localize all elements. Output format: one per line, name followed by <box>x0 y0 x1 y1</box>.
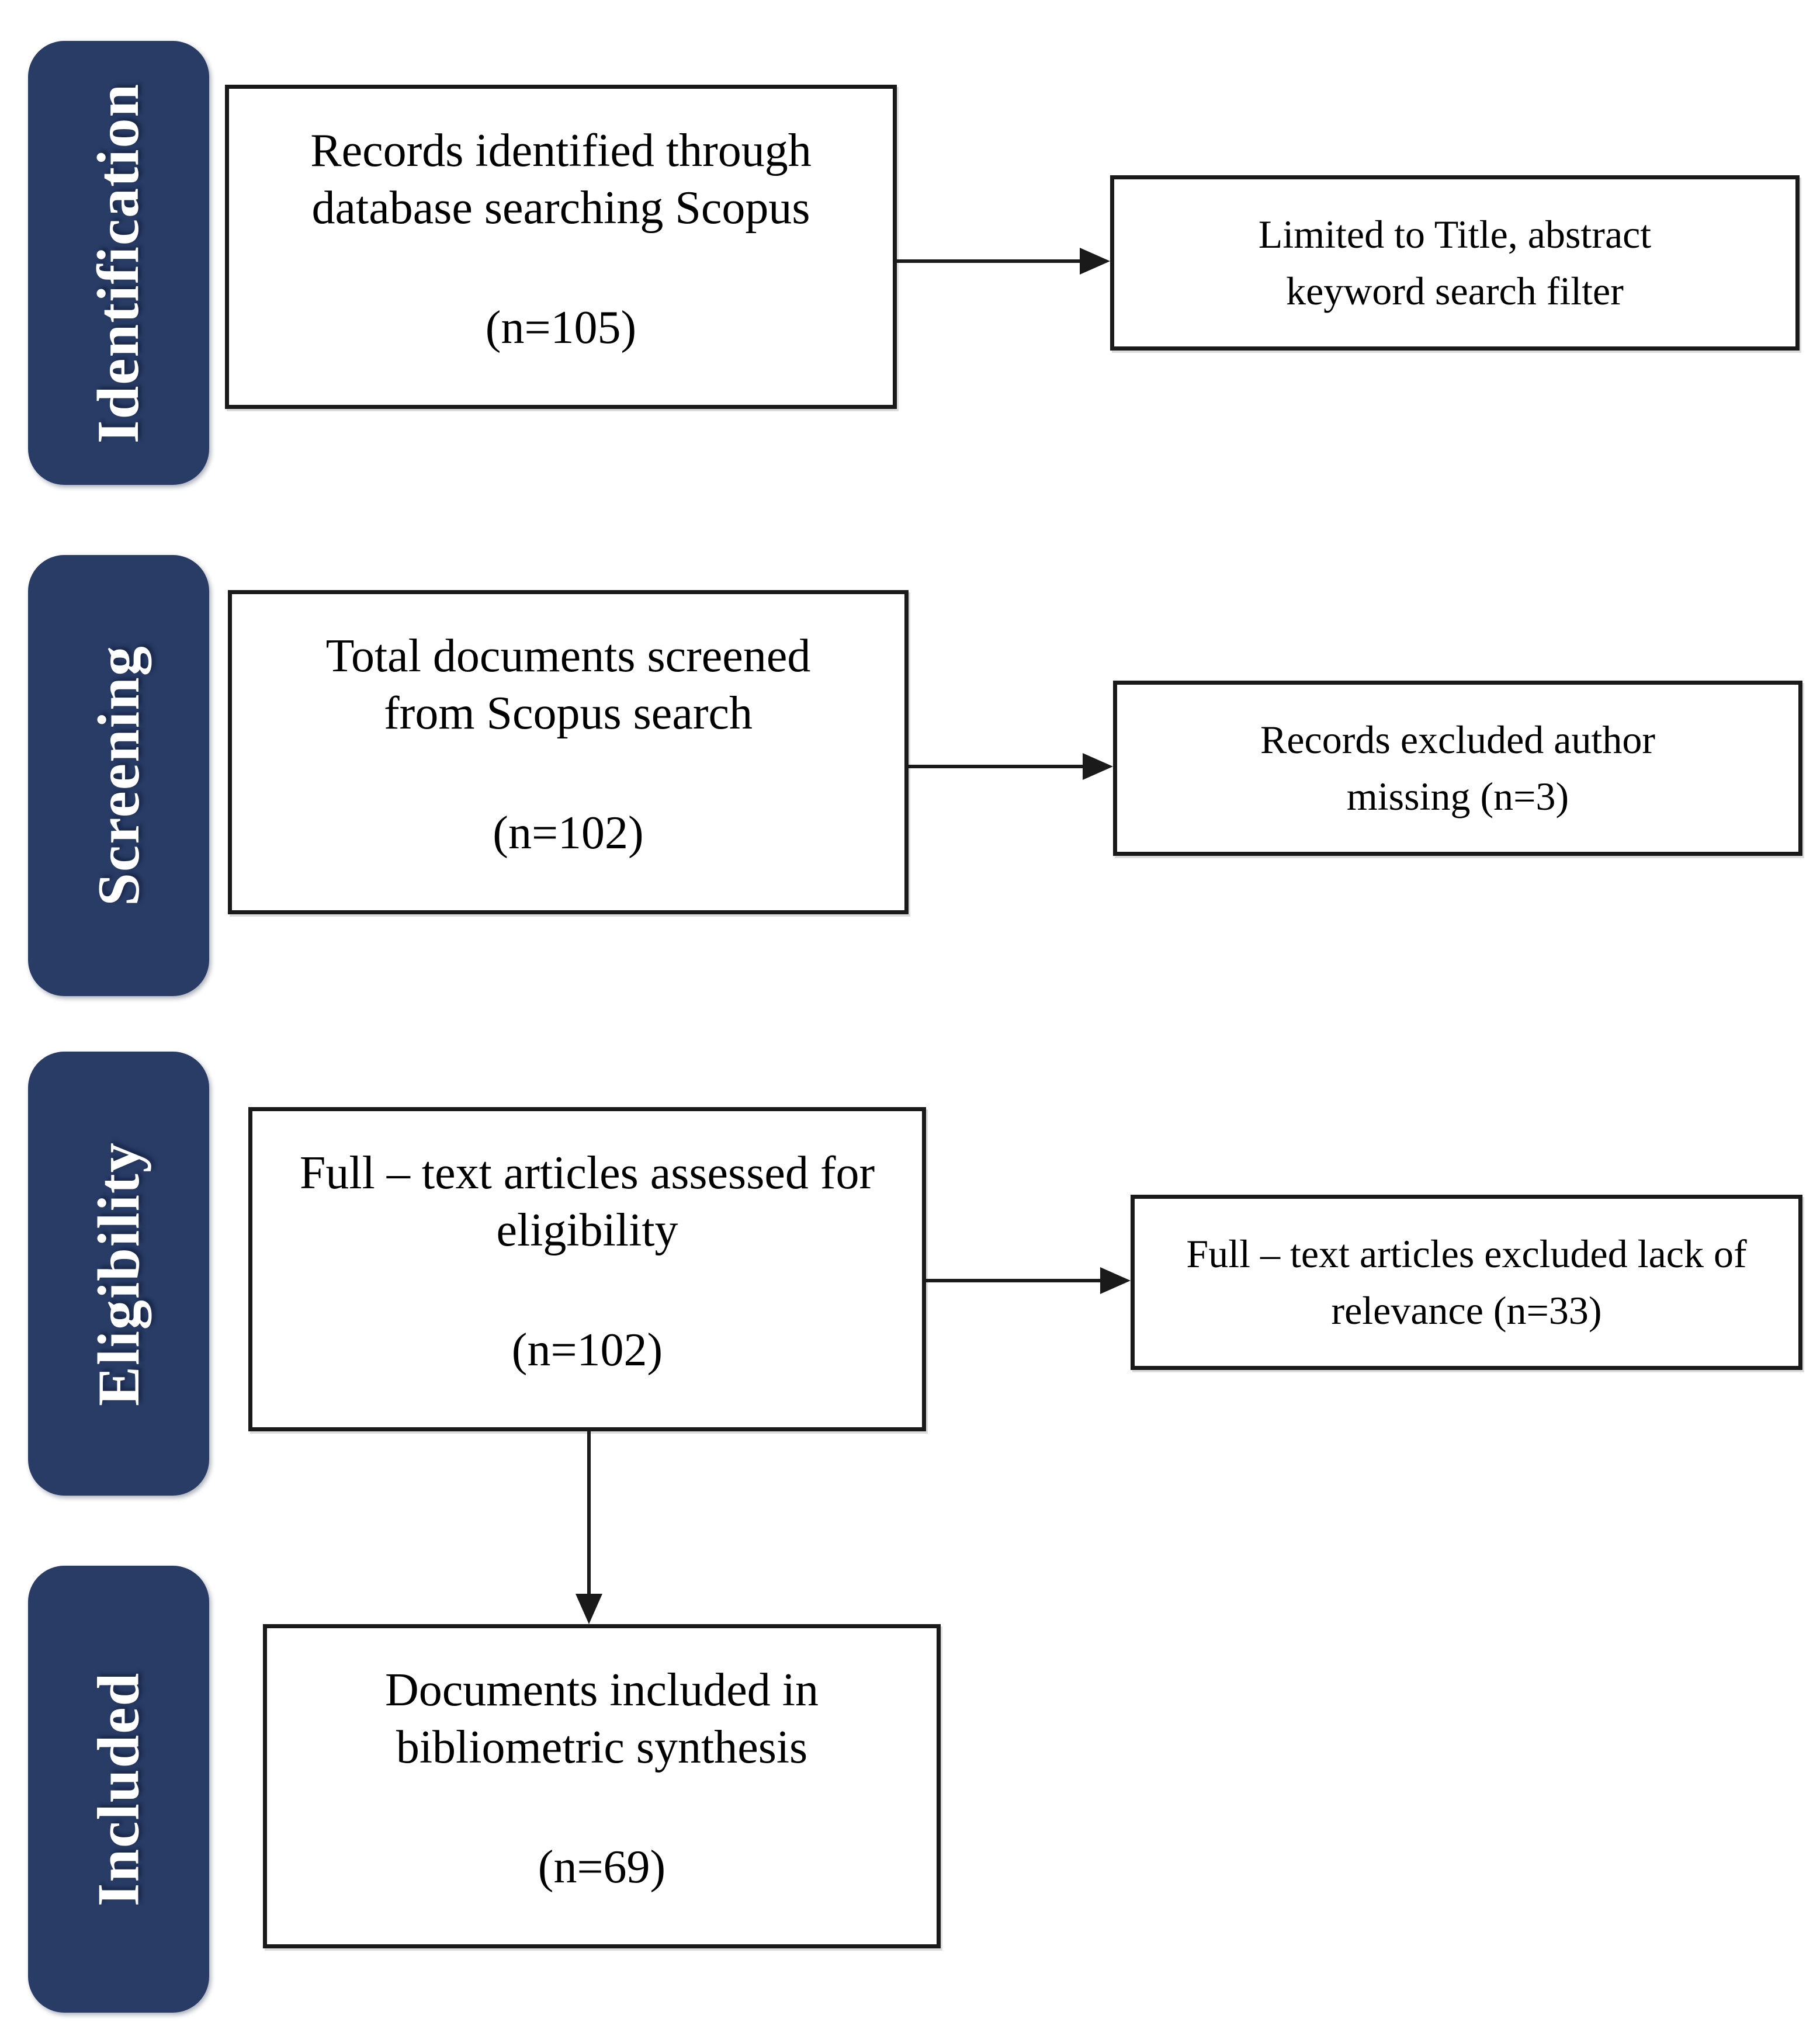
arrow-fulltext-to-included <box>587 1431 591 1594</box>
box-fulltext-assessed-count: (n=102) <box>511 1324 663 1376</box>
box-fulltext-assessed: Full – text articles assessed for eligib… <box>248 1107 926 1431</box>
box-records-identified-count: (n=105) <box>485 302 637 354</box>
box-fulltext-excluded-text: Full – text articles excluded lack of re… <box>1186 1232 1747 1333</box>
box-search-filter-note-text: Limited to Title, abstract keyword searc… <box>1258 212 1652 313</box>
box-records-identified-title: Records identified through database sear… <box>310 125 812 234</box>
stage-tab-identification: Identification <box>28 41 209 485</box>
box-documents-screened-title: Total documents screened from Scopus sea… <box>325 630 811 739</box>
box-fulltext-assessed-title: Full – text articles assessed for eligib… <box>299 1147 875 1256</box>
box-fulltext-excluded: Full – text articles excluded lack of re… <box>1131 1195 1802 1370</box>
box-records-excluded: Records excluded author missing (n=3) <box>1113 681 1802 856</box>
stage-label-eligibility: Eligibility <box>85 1141 152 1406</box>
box-documents-included-count: (n=69) <box>538 1841 666 1893</box>
arrow-screened-to-excluded <box>909 765 1083 768</box>
box-documents-screened: Total documents screened from Scopus sea… <box>228 590 909 914</box>
box-records-identified: Records identified through database sear… <box>225 85 897 409</box>
stage-tab-included: Included <box>28 1566 209 2013</box>
stage-tab-screening: Screening <box>28 555 209 996</box>
stage-label-screening: Screening <box>85 645 152 906</box>
box-documents-included-title: Documents included in bibliometric synth… <box>384 1664 819 1773</box>
box-records-excluded-text: Records excluded author missing (n=3) <box>1260 717 1655 818</box>
stage-label-included: Included <box>85 1671 152 1907</box>
arrow-records-to-filter <box>897 259 1080 263</box>
box-documents-screened-count: (n=102) <box>493 807 644 859</box>
arrow-fulltext-to-excluded <box>926 1279 1100 1282</box>
box-search-filter-note: Limited to Title, abstract keyword searc… <box>1110 175 1800 351</box>
stage-tab-eligibility: Eligibility <box>28 1052 209 1496</box>
box-documents-included: Documents included in bibliometric synth… <box>263 1624 941 1948</box>
stage-label-identification: Identification <box>85 82 152 443</box>
